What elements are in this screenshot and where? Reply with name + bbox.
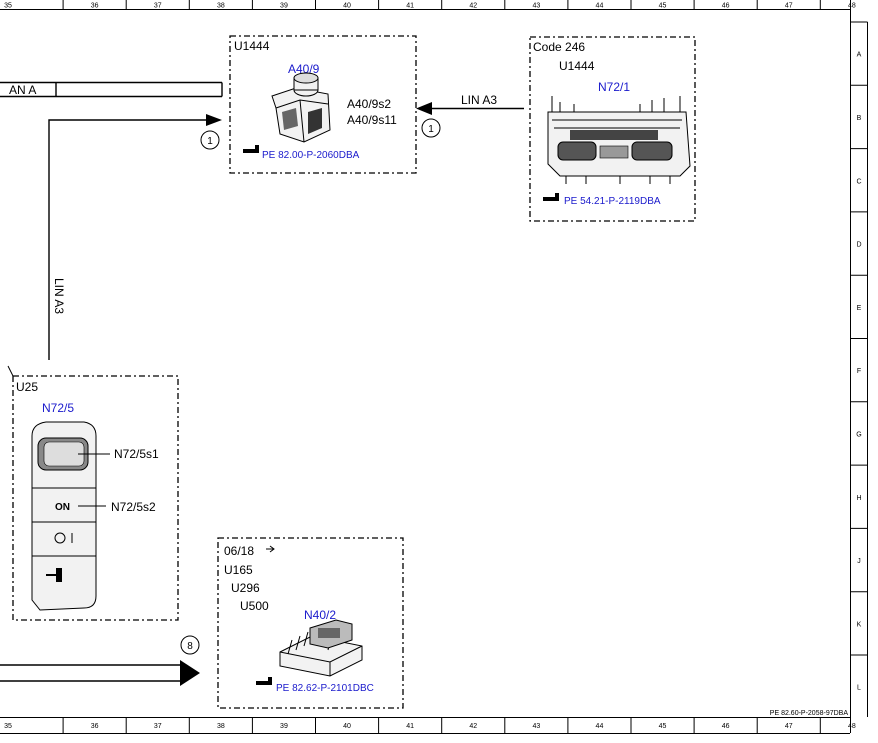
column-label-bottom: 40 [343, 723, 351, 730]
n72-5-device-image [31, 421, 97, 611]
n40-2-v1: U165 [224, 563, 253, 577]
column-label-top: 38 [217, 3, 225, 10]
can-wire: AN A [0, 81, 223, 98]
column-label-bottom: 45 [659, 723, 667, 730]
n72-5-sub2: N72/5s2 [111, 500, 156, 514]
column-label-bottom: 43 [532, 723, 540, 730]
a40-9-device-image [271, 72, 331, 143]
n72-1-ref-link[interactable]: PE 54.21-P-2119DBA [543, 193, 661, 207]
component-n40-2[interactable]: 06/18 U165 U296 U500 N40/2 PE 82.62-P-21… [217, 537, 404, 709]
column-label-bottom: 41 [406, 723, 414, 730]
n40-2-v2: U296 [231, 581, 260, 595]
column-label-top: 39 [280, 3, 288, 10]
column-label-bottom: 39 [280, 723, 288, 730]
row-label: D [856, 242, 861, 249]
n72-5-code: N72/5 [42, 401, 74, 415]
column-label-top: 36 [91, 3, 99, 10]
component-a40-9[interactable]: U1444 A40/9 A40/9s2 A40/9s11 PE 82.00-P-… [229, 35, 417, 174]
hand-pointer-icon [243, 145, 259, 153]
a40-9-ref[interactable]: PE 82.00-P-2060DBA [262, 150, 360, 161]
column-label-top: 48 [848, 3, 856, 10]
column-label-top: 35 [4, 3, 12, 10]
connector-left: 1 [200, 130, 220, 150]
lin-vertical-label: LIN A3 [52, 278, 66, 314]
svg-text:1: 1 [207, 136, 213, 147]
row-label: E [857, 305, 862, 312]
svg-text:1: 1 [428, 124, 434, 135]
n40-2-ref-link[interactable]: PE 82.62-P-2101DBC [256, 677, 374, 694]
hand-pointer-icon [256, 677, 272, 685]
a40-9-sub2: A40/9s11 [347, 113, 397, 127]
column-label-top: 41 [406, 3, 414, 10]
column-label-top: 46 [722, 3, 730, 10]
connector-bottom: 8 [180, 635, 200, 655]
n72-1-device-image [547, 96, 691, 184]
row-label: L [857, 685, 861, 692]
row-label: A [857, 52, 862, 59]
a40-9-ref-link[interactable]: PE 82.00-P-2060DBA [243, 145, 360, 161]
a40-9-code: A40/9 [288, 62, 320, 76]
connector-right: 1 [421, 118, 441, 138]
row-label: B [857, 115, 862, 122]
document-reference: PE 82.60-P-2058-97DBA [770, 710, 849, 717]
column-label-top: 42 [469, 3, 477, 10]
column-label-bottom: 42 [469, 723, 477, 730]
column-label-top: 44 [596, 3, 604, 10]
column-label-top: 40 [343, 3, 351, 10]
column-label-bottom: 38 [217, 723, 225, 730]
n40-2-code: N40/2 [304, 608, 336, 622]
n72-5-variant: U25 [16, 380, 38, 394]
column-label-bottom: 36 [91, 723, 99, 730]
a40-9-variant: U1444 [234, 39, 270, 53]
arrow-right-icon [266, 545, 275, 553]
column-label-bottom: 48 [848, 723, 856, 730]
column-label-top: 37 [154, 3, 162, 10]
on-button-label: ON [55, 502, 70, 513]
row-label: C [856, 178, 861, 185]
n72-1-code: N72/1 [598, 80, 630, 94]
row-ruler-right: A B C D E F G H J K L [850, 21, 868, 692]
column-label-top: 47 [785, 3, 793, 10]
row-label: F [857, 368, 861, 375]
component-n72-1[interactable]: Code 246 U1444 N72/1 PE 54.21-P-2119DBA [529, 36, 696, 222]
n72-1-variant: U1444 [559, 59, 595, 73]
n40-2-ref[interactable]: PE 82.62-P-2101DBC [276, 683, 374, 694]
column-label-top: 45 [659, 3, 667, 10]
column-label-top: 43 [532, 3, 540, 10]
component-n72-5[interactable]: U25 N72/5 ON N72/5s1 N72/5s2 [7, 365, 179, 621]
n72-1-ref[interactable]: PE 54.21-P-2119DBA [564, 196, 661, 207]
row-label: H [856, 495, 861, 502]
row-label: G [856, 431, 861, 438]
row-label: K [857, 621, 862, 628]
hand-pointer-icon [543, 193, 559, 201]
can-wire-label: AN A [9, 83, 36, 97]
column-label-bottom: 37 [154, 723, 162, 730]
column-ruler-bottom: 35 36 37 38 39 40 41 42 43 44 45 46 47 48 [4, 717, 856, 734]
svg-text:8: 8 [187, 641, 193, 652]
column-ruler-top: 35 36 37 38 39 40 41 42 43 44 45 46 47 48 [4, 0, 856, 10]
a40-9-sub1: A40/9s2 [347, 97, 391, 111]
row-label: J [857, 558, 861, 565]
n40-2-v3: U500 [240, 599, 269, 613]
lin-vertical-wire: LIN A3 [48, 114, 222, 360]
column-label-bottom: 47 [785, 723, 793, 730]
lin-top-label: LIN A3 [461, 93, 497, 107]
column-label-bottom: 35 [4, 723, 12, 730]
lin-top-wire: LIN A3 [416, 93, 524, 115]
n40-2-date: 06/18 [224, 544, 254, 558]
bottom-bus-arrow [0, 660, 200, 686]
n72-1-code-line: Code 246 [533, 40, 585, 54]
n40-2-device-image [279, 619, 363, 677]
column-label-bottom: 46 [722, 723, 730, 730]
column-label-bottom: 44 [596, 723, 604, 730]
n72-5-sub1: N72/5s1 [114, 447, 159, 461]
